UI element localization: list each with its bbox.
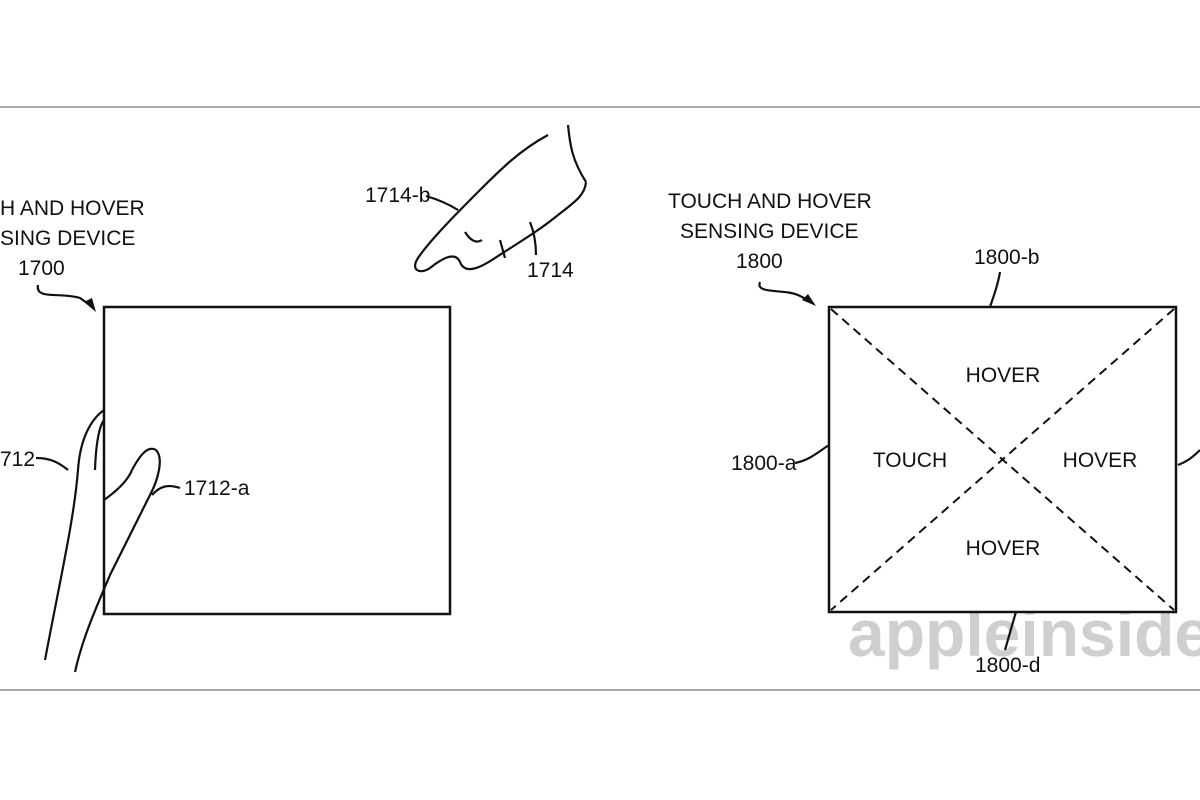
arrowhead-icon (802, 294, 816, 306)
figure-1800-title-line2: SENSING DEVICE (680, 220, 859, 243)
ref-arrow (36, 284, 95, 309)
edge-a-label: 1800-a (731, 452, 797, 475)
leader-line (528, 221, 538, 256)
region-left-label: TOUCH (873, 449, 947, 472)
leader-line (1003, 611, 1018, 651)
hand-1714 (414, 124, 588, 273)
figure-1800: TOUCH AND HOVER SENSING DEVICE 1800 HOVE… (668, 190, 1200, 677)
leader-line (425, 194, 459, 211)
leader-line (1177, 449, 1200, 467)
hand-label: 712 (0, 448, 35, 471)
figure-1700-ref: 1700 (18, 257, 65, 280)
figure-1700: H AND HOVER SING DEVICE 1700 712 1712-a … (0, 124, 588, 673)
leader-line (151, 484, 181, 496)
hand-1712 (43, 409, 161, 673)
hover-finger-label: 1714-b (365, 184, 430, 207)
figure-1700-title-line2: SING DEVICE (0, 227, 135, 250)
leader-line (794, 444, 830, 465)
device-1700 (102, 305, 452, 616)
edge-d-label: 1800-d (975, 654, 1040, 677)
finger-label: 1712-a (184, 477, 250, 500)
region-top-label: HOVER (966, 364, 1041, 387)
figure-1800-title-line1: TOUCH AND HOVER (668, 190, 872, 213)
region-divider (830, 308, 1175, 611)
edge-b-label: 1800-b (974, 246, 1039, 269)
figure-1800-ref: 1800 (736, 250, 783, 273)
arrowhead-icon (84, 298, 96, 312)
leader-line (988, 271, 1002, 308)
region-right-label: HOVER (1063, 449, 1138, 472)
leader-line (35, 456, 69, 471)
region-bottom-label: HOVER (966, 537, 1041, 560)
hover-hand-label: 1714 (527, 259, 574, 282)
figure-1700-title-line1: H AND HOVER (0, 197, 145, 220)
ref-arrow (758, 281, 813, 303)
